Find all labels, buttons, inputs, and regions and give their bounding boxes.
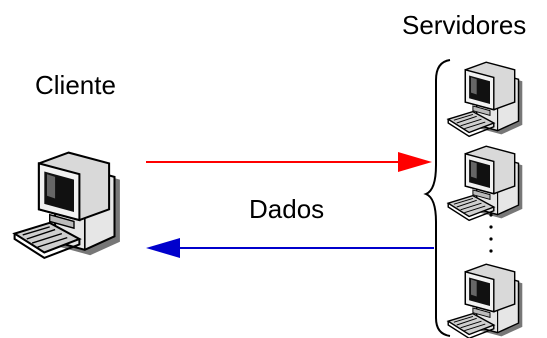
server-computer-icon (447, 145, 524, 222)
client-label: Cliente (35, 70, 116, 100)
more-servers-ellipsis (489, 213, 493, 253)
request-arrow (146, 152, 432, 172)
servers-label: Servidores (402, 10, 527, 40)
server-group-brace (423, 59, 451, 337)
server-computer-icon (447, 61, 524, 138)
server-computer-icon (447, 263, 524, 338)
data-label: Dados (249, 194, 325, 224)
client-computer-icon (13, 151, 121, 259)
response-arrow (146, 238, 434, 258)
